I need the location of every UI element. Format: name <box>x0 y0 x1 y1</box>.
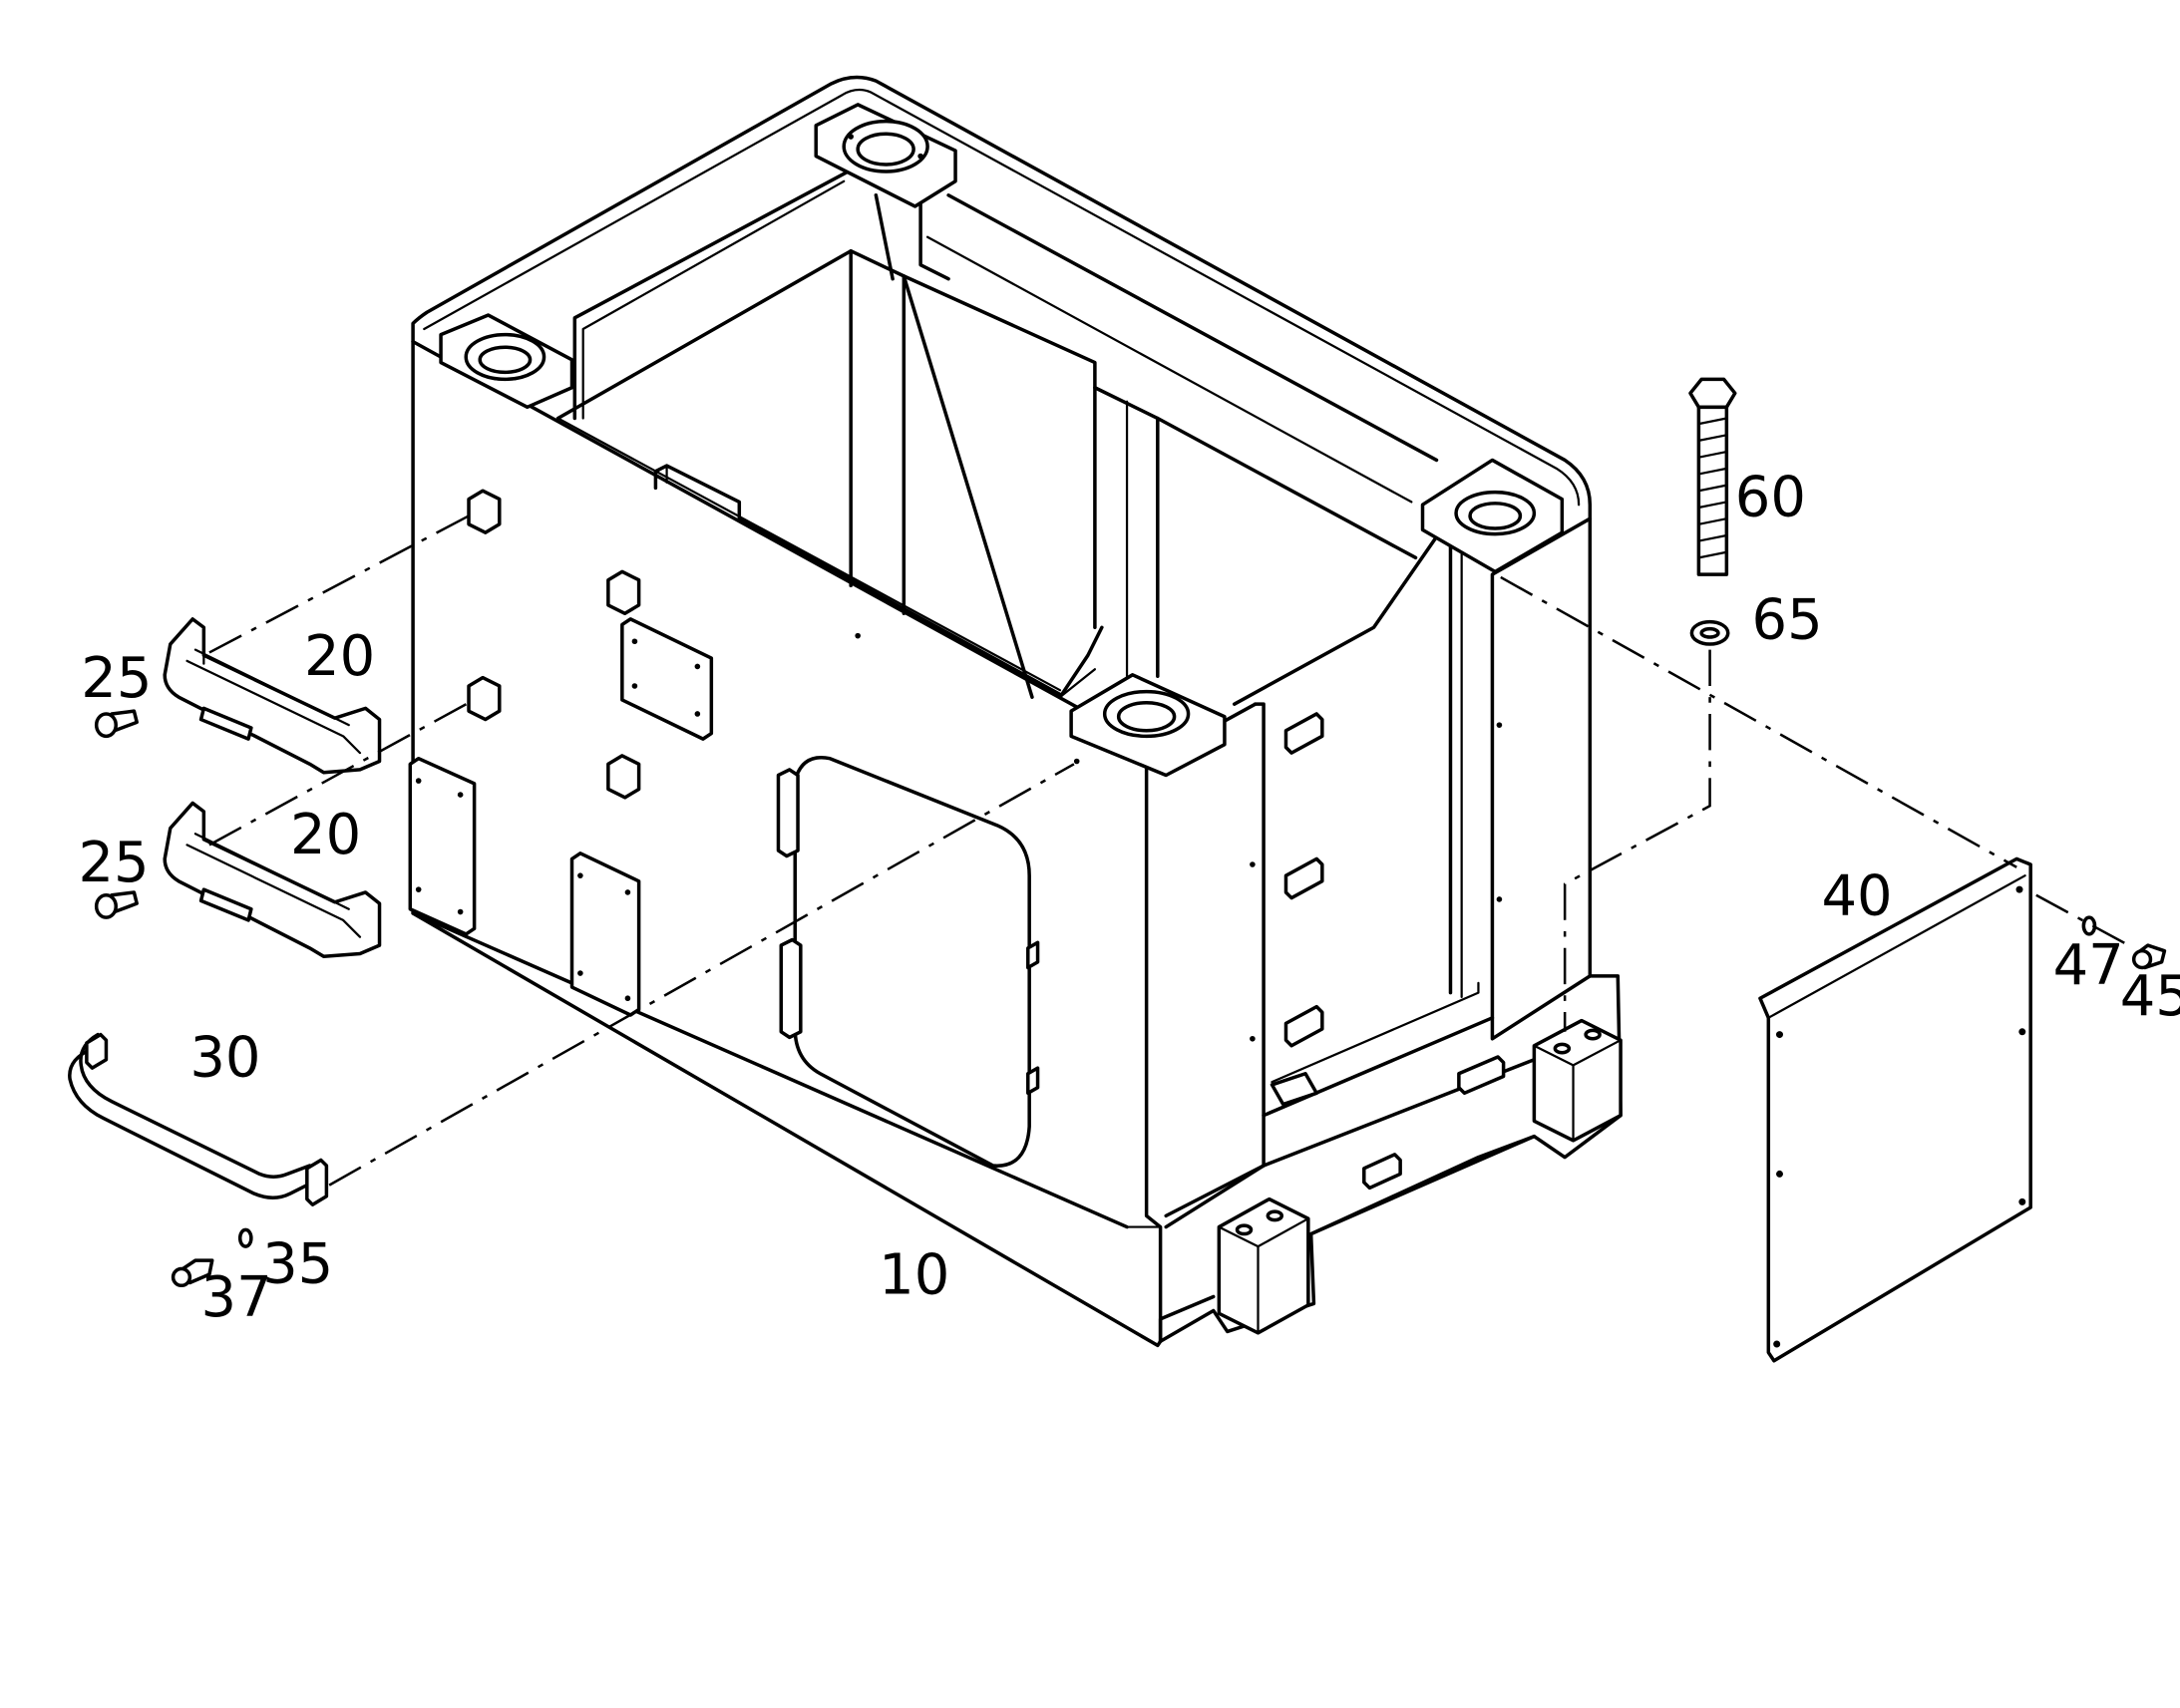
callout-45: 45 <box>2120 964 2180 1029</box>
callout-37: 37 <box>201 1265 272 1330</box>
bolt-37 <box>171 1258 214 1288</box>
handrail-30 <box>68 1032 329 1206</box>
assembly-lines <box>208 514 2135 1187</box>
corner-mount-right <box>1420 458 1565 574</box>
washer-65 <box>1689 619 1730 646</box>
callout-40: 40 <box>1821 863 1892 928</box>
step-20-lower <box>163 801 382 959</box>
cover-plate-40 <box>1758 856 2032 1363</box>
front-pads <box>408 489 861 1017</box>
bolt-45 <box>2131 943 2167 970</box>
corner-mount-left <box>439 313 574 410</box>
access-door <box>776 756 1080 1168</box>
callout-20-upper: 20 <box>304 624 375 689</box>
callout-60: 60 <box>1735 465 1806 529</box>
callout-25-lower: 25 <box>78 831 149 895</box>
callout-labels: 10 20 20 25 25 30 35 37 40 45 47 60 65 <box>78 465 2180 1330</box>
corner-mount-back <box>814 103 957 208</box>
bolt-25-upper <box>94 709 139 739</box>
callout-65: 65 <box>1752 587 1823 652</box>
frame-feet <box>1217 1018 1623 1335</box>
step-20-upper <box>163 617 382 775</box>
callout-47: 47 <box>2053 933 2124 998</box>
main-frame <box>408 75 1623 1348</box>
bolt-60 <box>1688 377 1737 576</box>
callout-25-upper: 25 <box>81 646 152 711</box>
corner-mount-front <box>1069 673 1227 778</box>
callout-20-lower: 20 <box>290 803 361 867</box>
washer-35 <box>237 1227 253 1248</box>
callout-35: 35 <box>262 1231 333 1296</box>
callout-10: 10 <box>879 1243 949 1308</box>
callout-30: 30 <box>189 1026 260 1091</box>
right-slots <box>1250 712 1506 1191</box>
bolt-25-lower <box>94 890 139 919</box>
